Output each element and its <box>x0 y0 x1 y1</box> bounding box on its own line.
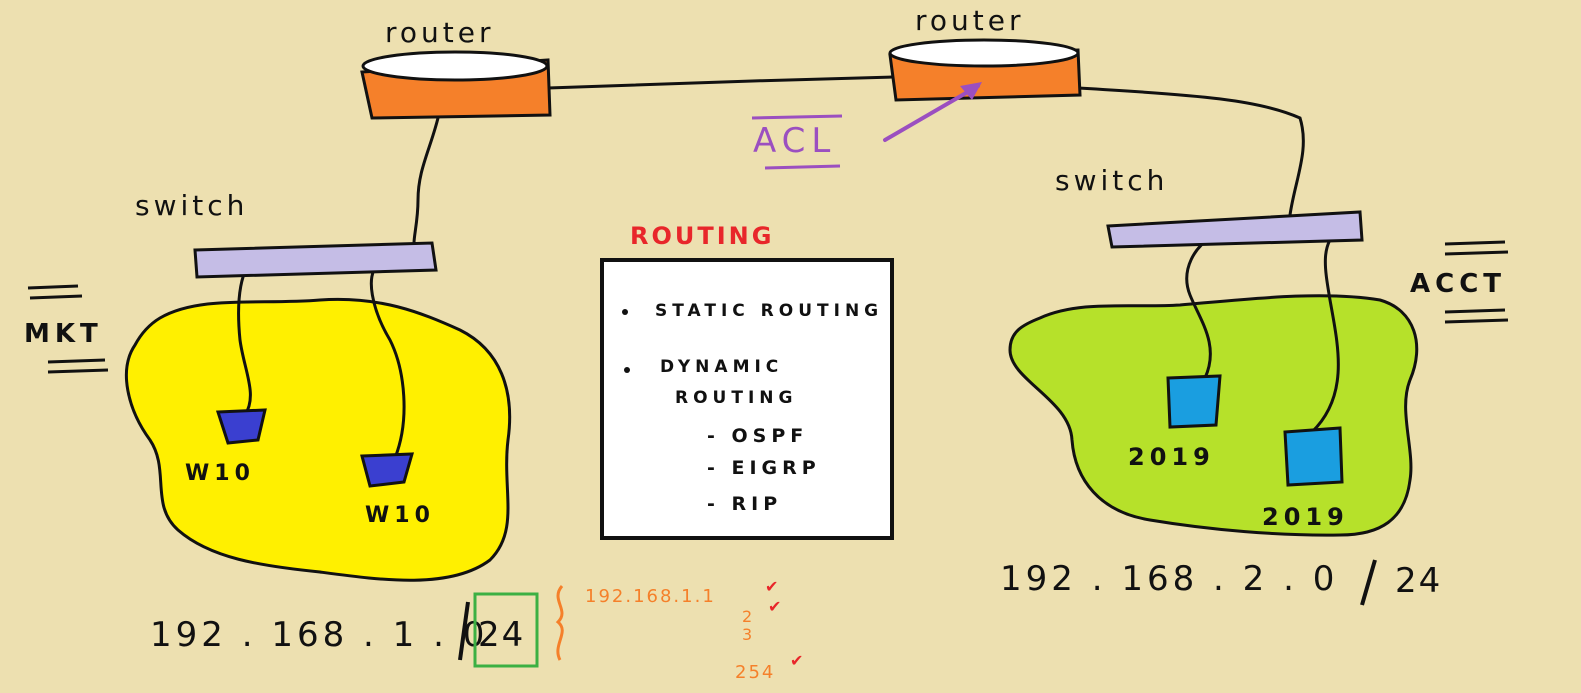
left-switch-w10b-cable <box>369 263 406 460</box>
host-first-check: ✔ <box>765 577 778 596</box>
left-network-address: 192 . 168 . 1 . 0 <box>150 615 488 655</box>
host-last-check: ✔ <box>790 651 803 670</box>
right-switch[interactable] <box>1106 210 1364 249</box>
server-label-2: 2019 <box>1262 503 1349 531</box>
right-switch-srv1-cable <box>1185 233 1217 380</box>
left-router-switch-cable <box>412 116 440 245</box>
routing-dynamic-2: ROUTING <box>675 388 797 408</box>
left-router-label: router <box>385 16 495 49</box>
server-label-1: 2019 <box>1128 443 1215 471</box>
routing-protocol-eigrp: - EIGRP <box>707 457 821 479</box>
server-device-1[interactable] <box>1166 374 1222 429</box>
host-third: 3 <box>742 625 752 644</box>
acl-annotation: ACL <box>751 82 982 170</box>
right-switch-label: switch <box>1055 164 1168 197</box>
routing-static: STATIC ROUTING <box>655 301 883 321</box>
left-switch[interactable] <box>193 241 438 279</box>
acl-arrow <box>883 84 980 142</box>
routing-box <box>600 258 894 540</box>
bullet-static <box>622 309 628 315</box>
right-mask: 24 <box>1395 561 1442 601</box>
w10-label-2: W10 <box>365 503 435 528</box>
acl-arrowhead <box>960 82 982 100</box>
routing-dynamic-1: DYNAMIC <box>660 357 783 377</box>
right-router[interactable] <box>888 38 1082 102</box>
acl-label: ACL <box>753 121 836 161</box>
left-switch-label: switch <box>135 189 248 222</box>
host-second-check: ✔ <box>768 597 781 616</box>
routing-title: ROUTING <box>630 222 774 250</box>
w10-device-1[interactable] <box>215 408 267 445</box>
right-switch-srv2-cable <box>1310 228 1340 434</box>
left-slash <box>458 601 470 661</box>
host-first: 192.168.1.1 <box>585 586 716 607</box>
left-router[interactable] <box>360 50 552 120</box>
bullet-dynamic <box>624 367 630 373</box>
routing-protocol-ospf: - OSPF <box>707 425 808 447</box>
right-slash <box>1360 559 1377 606</box>
right-router-label: router <box>915 4 1025 37</box>
mkt-label: MKT <box>24 319 103 349</box>
host-range-brace <box>555 585 564 661</box>
mkt-label-marks <box>27 284 109 374</box>
server-device-2[interactable] <box>1283 426 1344 487</box>
right-network-address: 192 . 168 . 2 . 0 <box>1000 559 1338 599</box>
routing-protocol-rip: - RIP <box>707 493 782 515</box>
acct-label: ACCT <box>1410 269 1506 299</box>
left-mask-box <box>473 592 539 668</box>
router-router-link <box>546 75 895 90</box>
w10-label-1: W10 <box>185 461 255 486</box>
right-router-switch-cable <box>1076 86 1305 217</box>
acct-label-marks <box>1444 240 1509 324</box>
host-second: 2 <box>742 607 752 626</box>
host-last: 254 <box>735 662 775 683</box>
left-mask: 24 <box>478 615 525 655</box>
mkt-zone <box>124 297 512 582</box>
cables <box>237 75 1340 460</box>
w10-device-2[interactable] <box>360 452 415 488</box>
